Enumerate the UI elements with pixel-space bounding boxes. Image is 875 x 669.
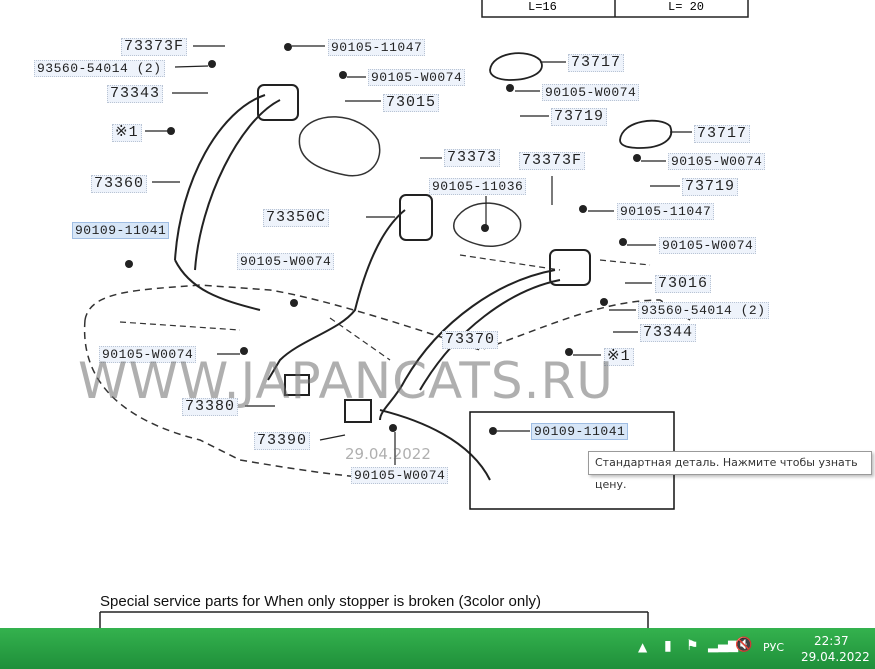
part-label-73344[interactable]: 73344 bbox=[640, 324, 697, 342]
part-label-90105-11047[interactable]: 90105-11047 bbox=[617, 203, 715, 220]
footer-title: Special service parts for When only stop… bbox=[100, 593, 541, 610]
speaker-muted-icon[interactable]: 🔇 bbox=[735, 637, 753, 653]
part-label-90109-11041[interactable]: 90109-11041 bbox=[72, 222, 170, 239]
part-label-90105-w0074[interactable]: 90105-W0074 bbox=[668, 153, 766, 170]
part-label-73390[interactable]: 73390 bbox=[254, 432, 311, 450]
part-label-90105-w0074[interactable]: 90105-W0074 bbox=[99, 346, 197, 363]
part-label-73373f[interactable]: 73373F bbox=[121, 38, 188, 56]
part-label-73719[interactable]: 73719 bbox=[682, 178, 739, 196]
part-label-note-1[interactable]: ※1 bbox=[604, 348, 634, 366]
part-label-93560-54014[interactable]: 93560-54014 (2) bbox=[34, 60, 165, 77]
clock-time[interactable]: 22:37 bbox=[814, 634, 849, 648]
taskbar: ▲ ▮ ⚑ ▂▄▆ 🔇 РУС 22:37 29.04.2022 bbox=[0, 628, 875, 669]
table-right: L= 20 bbox=[668, 0, 704, 14]
part-label-73370[interactable]: 73370 bbox=[442, 331, 499, 349]
part-label-73343[interactable]: 73343 bbox=[107, 85, 164, 103]
part-label-90105-w0074[interactable]: 90105-W0074 bbox=[351, 467, 449, 484]
part-label-90105-w0074[interactable]: 90105-W0074 bbox=[237, 253, 335, 270]
clock-date[interactable]: 29.04.2022 bbox=[801, 650, 870, 664]
part-label-90109-11041[interactable]: 90109-11041 bbox=[531, 423, 629, 440]
watermark: WWW.JAPANCATS.RU bbox=[78, 352, 614, 410]
part-label-90105-11047[interactable]: 90105-11047 bbox=[328, 39, 426, 56]
part-label-73719[interactable]: 73719 bbox=[551, 108, 608, 126]
parts-diagram: L=16 L= 20 bbox=[34, 0, 769, 628]
part-label-90105-11036[interactable]: 90105-11036 bbox=[429, 178, 527, 195]
part-label-73380[interactable]: 73380 bbox=[182, 398, 239, 416]
part-label-73016[interactable]: 73016 bbox=[655, 275, 712, 293]
part-label-note-1[interactable]: ※1 bbox=[112, 124, 142, 142]
part-label-73717[interactable]: 73717 bbox=[568, 54, 625, 72]
part-label-73360[interactable]: 73360 bbox=[91, 175, 148, 193]
table-left: L=16 bbox=[528, 0, 557, 14]
part-label-73373f[interactable]: 73373F bbox=[519, 152, 586, 170]
network-icon[interactable]: ▂▄▆ bbox=[708, 638, 738, 653]
watermark-date: 29.04.2022 bbox=[345, 445, 431, 463]
part-label-90105-w0074[interactable]: 90105-W0074 bbox=[659, 237, 757, 254]
part-label-90105-w0074[interactable]: 90105-W0074 bbox=[542, 84, 640, 101]
part-label-93560-54014[interactable]: 93560-54014 (2) bbox=[638, 302, 769, 319]
chevron-up-icon[interactable]: ▲ bbox=[638, 640, 648, 654]
part-label-90105-w0074[interactable]: 90105-W0074 bbox=[368, 69, 466, 86]
diagram-drawing: L=16 L= 20 bbox=[83, 0, 749, 628]
part-label-73717[interactable]: 73717 bbox=[694, 125, 751, 143]
tooltip: Стандартная деталь. Нажмите чтобы узнать… bbox=[588, 451, 872, 491]
battery-icon[interactable]: ▮ bbox=[664, 638, 672, 654]
flag-icon[interactable]: ⚑ bbox=[686, 638, 699, 654]
part-label-73015[interactable]: 73015 bbox=[383, 94, 440, 112]
language-indicator[interactable]: РУС bbox=[763, 641, 785, 654]
part-label-73350c[interactable]: 73350C bbox=[263, 209, 330, 227]
part-label-73373[interactable]: 73373 bbox=[444, 149, 501, 167]
